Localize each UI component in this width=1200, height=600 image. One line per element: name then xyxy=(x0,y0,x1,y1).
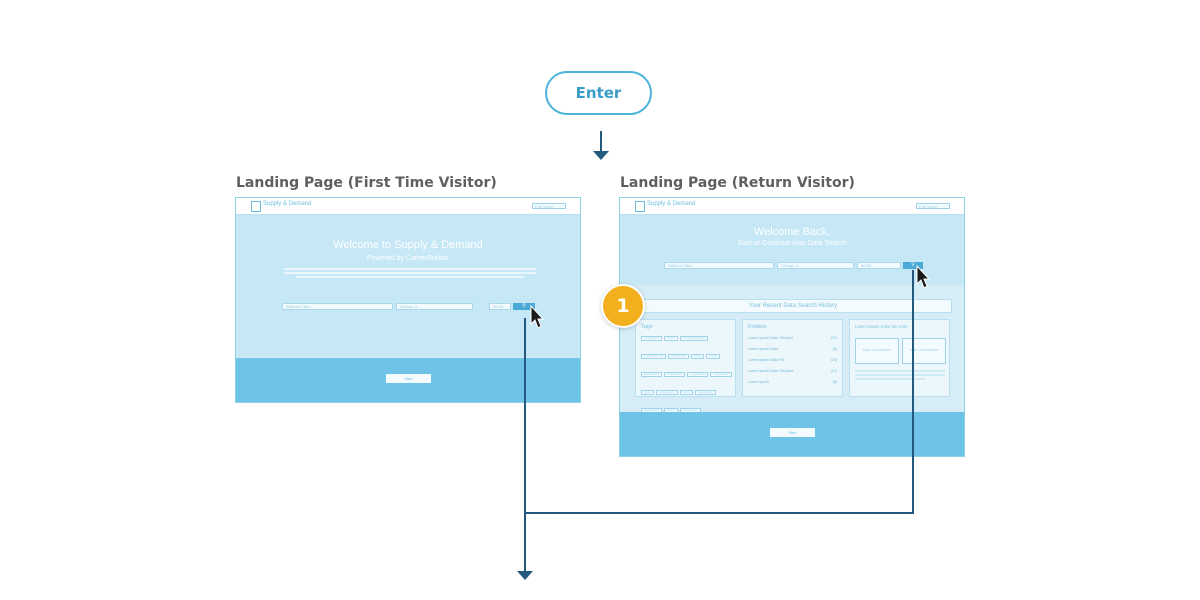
tag: Lorem xyxy=(679,390,693,395)
tag: Lorem xyxy=(664,336,678,341)
folder-row: Lorem Ipsum Dolor Sit Amet (27) xyxy=(748,336,837,342)
user-menu: Full Name xyxy=(916,203,950,209)
folders-panel: Folders Lorem Ipsum Dolor Sit Amet (27) L… xyxy=(742,319,843,397)
text-line xyxy=(855,374,945,376)
tab-select: All Tab xyxy=(857,262,901,269)
location-input: Chicago, IL xyxy=(777,262,854,269)
folder-name: Lorem Ipsum Dolor Sit Amet xyxy=(748,336,793,340)
tag: Lorem xyxy=(691,354,705,359)
user-menu: Full Name xyxy=(532,203,566,209)
visualization-placeholder: Main Visualization xyxy=(855,338,899,364)
mock-hero: Welcome to Supply & Demand Powered by Ca… xyxy=(236,215,580,357)
hero-subtitle: Powered by CareerBuilder xyxy=(366,255,450,262)
hero-title: Welcome Back, xyxy=(753,226,831,238)
text-line xyxy=(296,276,524,278)
placeholder-label: Main Visualization xyxy=(862,348,892,352)
tag: Lorem Ipsum xyxy=(694,390,716,395)
folders-title: Folders xyxy=(748,324,767,330)
tab-select: All Tab xyxy=(489,303,511,310)
folder-row: Lorem Ipsum (6) xyxy=(748,380,837,386)
tag: Lorem Ipsum xyxy=(664,372,686,377)
logo-icon xyxy=(251,201,261,212)
skills-input: Skills/Job Titles xyxy=(664,262,774,269)
folder-count: (5) xyxy=(832,347,837,351)
brand-name: Supply & Demand xyxy=(263,201,312,207)
frame-title-first-time: Landing Page (First Time Visitor) xyxy=(236,175,497,191)
tag: Lorem Ipsum xyxy=(641,372,663,377)
mock-hero: Welcome Back, Start or Continue your Dat… xyxy=(620,215,964,285)
text-line xyxy=(855,370,945,372)
folder-row: Lorem Ipsum Dolor (5) xyxy=(748,347,837,353)
mock-footer: Start xyxy=(620,412,964,456)
tag: Lorem Ipsum xyxy=(667,354,690,359)
mock-topbar: Supply & Demand Full Name xyxy=(620,198,964,215)
location-input: Chicago, IL xyxy=(396,303,473,310)
tag: Lorem Ipsum xyxy=(687,372,709,377)
history-title: Your Recent Data Search History xyxy=(634,299,952,313)
text-line xyxy=(284,268,536,270)
search-button: ⚲ xyxy=(513,303,535,310)
mock-footer: Start xyxy=(236,358,580,402)
tag: Lorem Ipsum xyxy=(710,372,732,377)
folder-count: (27) xyxy=(830,336,837,340)
folder-count: (6) xyxy=(832,380,837,384)
start-button: Start xyxy=(770,428,815,437)
frame-title-return: Landing Page (Return Visitor) xyxy=(620,175,855,191)
mock-topbar: Supply & Demand Full Name xyxy=(236,198,580,215)
tags-title: Tags xyxy=(641,324,653,330)
text-line xyxy=(855,378,925,380)
folder-row: Lorem Ipsum Dolor Sit (19) xyxy=(748,358,837,364)
folder-count: (19) xyxy=(830,358,837,362)
folder-count: (17) xyxy=(830,369,837,373)
preview-title: Lorem Ipsum Dolor Sit Amet xyxy=(855,324,908,329)
first-time-landing-mockup: Supply & Demand Full Name Welcome to Sup… xyxy=(235,197,581,403)
folder-name: Lorem Ipsum xyxy=(748,380,769,384)
hero-title: Welcome to Supply & Demand xyxy=(333,239,483,251)
tag: Lorem xyxy=(706,354,720,359)
logo-icon xyxy=(635,201,645,212)
skills-input: Skills/Job Titles xyxy=(282,303,393,310)
search-button: ⚲ xyxy=(903,262,923,269)
folder-name: Lorem Ipsum Dolor Sit xyxy=(748,358,784,362)
callout-badge: 1 xyxy=(601,284,645,328)
tag: Lorem Ipsum xyxy=(641,336,663,341)
tag: Lorem Ipsum Dolor xyxy=(679,336,708,341)
enter-node: Enter xyxy=(545,71,652,115)
tag: Lorem Ipsum xyxy=(656,390,678,395)
brand-name: Supply & Demand xyxy=(647,201,696,207)
visualization-placeholder: Main Visualization xyxy=(902,338,946,364)
hero-subtitle: Start or Continue your Data Search xyxy=(737,240,847,247)
return-landing-mockup: Supply & Demand Full Name Welcome Back, … xyxy=(619,197,965,457)
tag: Lorem Ipsum Sit xyxy=(641,354,666,359)
text-line xyxy=(284,272,536,274)
folder-name: Lorem Ipsum Dolor Sit Amet xyxy=(748,369,793,373)
folder-name: Lorem Ipsum Dolor xyxy=(748,347,779,351)
arrowhead-enter xyxy=(593,151,609,160)
placeholder-label: Main Visualization xyxy=(909,348,939,352)
tag: Lorem xyxy=(641,390,655,395)
preview-panel: Lorem Ipsum Dolor Sit Amet Main Visualiz… xyxy=(849,319,950,397)
start-button: Start xyxy=(386,374,431,383)
folder-row: Lorem Ipsum Dolor Sit Amet (17) xyxy=(748,369,837,375)
arrowhead-exit xyxy=(517,571,533,580)
